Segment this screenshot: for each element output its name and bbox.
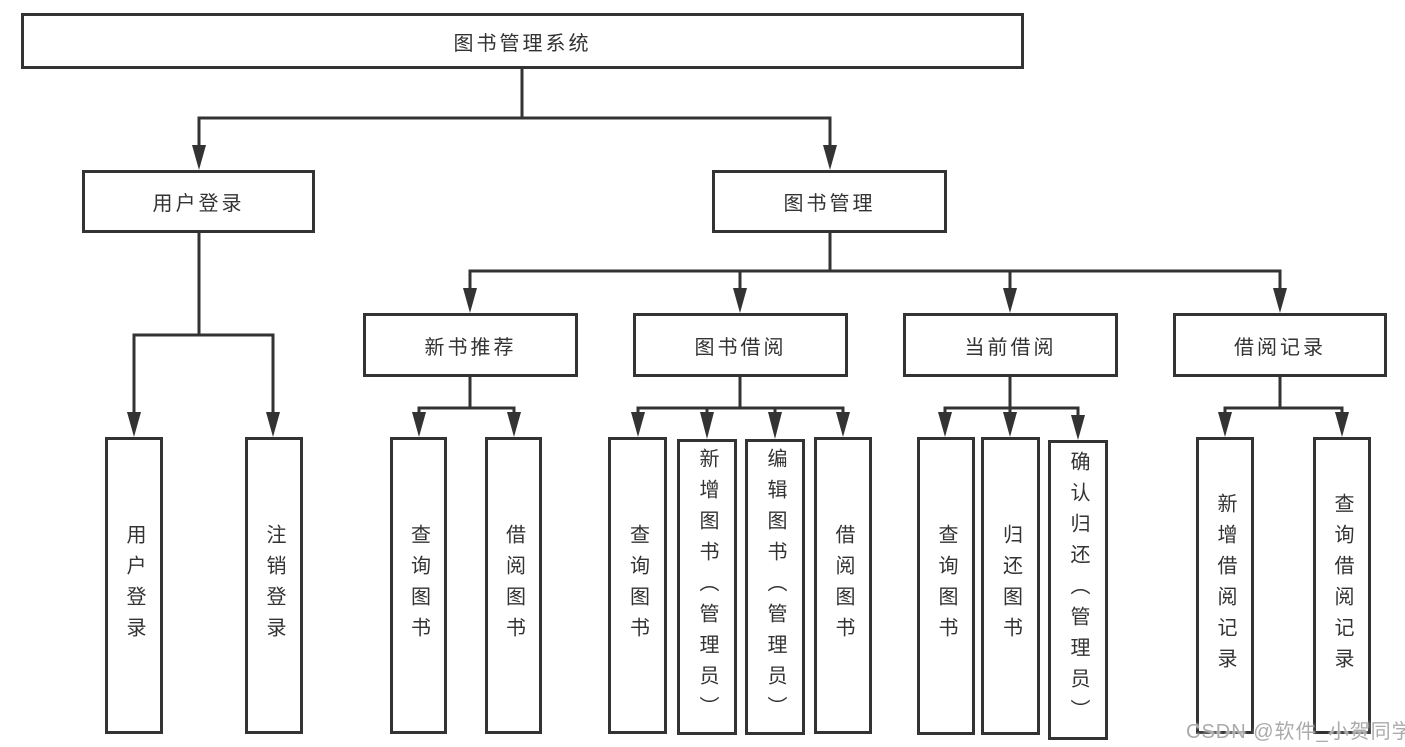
node-new-book-recommend: 新书推荐 <box>363 313 578 377</box>
leaf-query-book-recommend: 查询图书 <box>390 437 447 734</box>
leaf-add-borrow-record: 新增借阅记录 <box>1196 437 1254 734</box>
leaf-logout: 注销登录 <box>245 437 303 734</box>
leaf-return-book: 归还图书 <box>981 437 1040 735</box>
leaf-query-book-current-label: 查询图书 <box>935 524 957 648</box>
leaf-edit-book-admin-label: 编辑图书（管理员） <box>764 447 786 727</box>
node-root-system-label: 图书管理系统 <box>453 32 592 55</box>
node-root-system: 图书管理系统 <box>21 13 1024 69</box>
leaf-borrow-book-label: 借阅图书 <box>832 523 854 648</box>
leaf-query-book-borrow: 查询图书 <box>608 437 667 734</box>
node-book-management: 图书管理 <box>712 170 947 233</box>
leaf-user-login: 用户登录 <box>105 437 163 734</box>
leaf-query-book-recommend-label: 查询图书 <box>407 523 430 648</box>
leaf-add-borrow-record-label: 新增借阅记录 <box>1214 492 1236 679</box>
edges-user-login-to-leaves <box>127 231 280 437</box>
edges-root-to-level2 <box>192 67 837 170</box>
leaf-borrow-book-recommend-label: 借阅图书 <box>502 523 525 648</box>
leaf-confirm-return-admin-label: 确认归还（管理员） <box>1067 450 1089 730</box>
leaf-query-borrow-record: 查询借阅记录 <box>1313 437 1371 734</box>
leaf-edit-book-admin: 编辑图书（管理员） <box>745 439 805 735</box>
leaf-logout-label: 注销登录 <box>263 523 285 648</box>
leaf-return-book-label: 归还图书 <box>999 524 1022 648</box>
leaf-add-book-admin: 新增图书（管理员） <box>677 439 737 735</box>
node-user-login: 用户登录 <box>82 170 315 233</box>
leaf-query-book-borrow-label: 查询图书 <box>626 523 649 648</box>
node-borrow-record-label: 借阅记录 <box>1234 336 1326 359</box>
leaf-user-login-label: 用户登录 <box>123 523 145 648</box>
csdn-watermark: CSDN @软件_小贺同学 <box>1186 721 1405 743</box>
edges-new-book-recommend-to-leaves <box>412 375 521 437</box>
node-user-login-label: 用户登录 <box>152 193 245 215</box>
edges-borrow-record-to-leaves <box>1218 375 1349 437</box>
node-borrow-record: 借阅记录 <box>1173 313 1387 377</box>
leaf-borrow-book: 借阅图书 <box>814 437 872 734</box>
node-current-borrow: 当前借阅 <box>903 313 1118 377</box>
leaf-query-book-current: 查询图书 <box>917 437 975 735</box>
node-book-management-label: 图书管理 <box>783 193 876 215</box>
leaf-confirm-return-admin: 确认归还（管理员） <box>1048 440 1108 740</box>
edges-current-borrow-to-leaves <box>938 375 1085 440</box>
node-book-borrow: 图书借阅 <box>633 313 848 377</box>
leaf-query-borrow-record-label: 查询借阅记录 <box>1331 492 1353 679</box>
node-new-book-recommend-label: 新书推荐 <box>424 336 517 359</box>
edges-book-borrow-to-leaves <box>631 375 850 439</box>
node-book-borrow-label: 图书借阅 <box>694 336 787 359</box>
leaf-borrow-book-recommend: 借阅图书 <box>485 437 542 734</box>
node-current-borrow-label: 当前借阅 <box>964 336 1057 359</box>
edges-book-management-to-level3 <box>463 231 1287 313</box>
leaf-add-book-admin-label: 新增图书（管理员） <box>696 447 718 727</box>
